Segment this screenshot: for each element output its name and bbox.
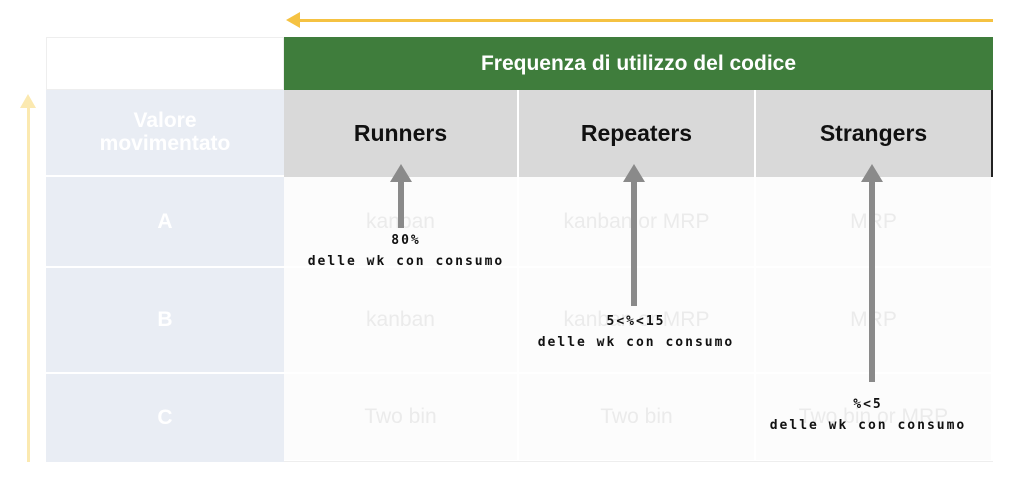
runners-note-text: delle wk con consumo	[307, 254, 505, 269]
value-axis-arrow	[27, 104, 30, 462]
frequency-axis-arrow	[296, 19, 993, 22]
repeaters-note-text: delle wk con consumo	[537, 335, 735, 350]
runners-note: 80% delle wk con consumo	[286, 230, 526, 272]
runners-note-percent: 80%	[391, 233, 421, 248]
cell-b-repeaters: kanban or MRP	[519, 268, 756, 374]
column-header-repeaters: Repeaters	[519, 90, 756, 177]
cell-c-repeaters: Two bin	[519, 374, 756, 462]
cell-a-repeaters: kanban or MRP	[519, 177, 756, 268]
row-header-b: B	[46, 268, 284, 374]
table-corner-cell	[46, 37, 284, 90]
repeaters-arrow	[631, 180, 637, 306]
frequency-axis-arrowhead-icon	[286, 12, 300, 28]
strangers-arrow	[869, 180, 875, 382]
table-bottom-border	[284, 461, 993, 462]
strangers-note-percent: %<5	[853, 397, 883, 412]
row-header-c: C	[46, 374, 284, 462]
column-header-runners: Runners	[284, 90, 519, 177]
column-header-strangers: Strangers	[756, 90, 993, 177]
strangers-note-text: delle wk con consumo	[769, 418, 967, 433]
repeaters-arrowhead-icon	[623, 164, 645, 182]
value-axis-arrowhead-icon	[20, 94, 36, 108]
table-header-frequency: Frequenza di utilizzo del codice	[284, 37, 993, 90]
runners-arrow	[398, 180, 404, 228]
cell-b-runners: kanban	[284, 268, 519, 374]
row-header-title: Valore movimentato	[46, 90, 284, 177]
repeaters-note: 5<%<15 delle wk con consumo	[516, 311, 756, 353]
strangers-arrowhead-icon	[861, 164, 883, 182]
cell-c-runners: Two bin	[284, 374, 519, 462]
repeaters-note-percent: 5<%<15	[606, 314, 666, 329]
cell-c-strangers: Two bin or MRP	[756, 374, 993, 462]
strangers-note: %<5 delle wk con consumo	[748, 394, 988, 436]
runners-arrowhead-icon	[390, 164, 412, 182]
row-header-a: A	[46, 177, 284, 268]
